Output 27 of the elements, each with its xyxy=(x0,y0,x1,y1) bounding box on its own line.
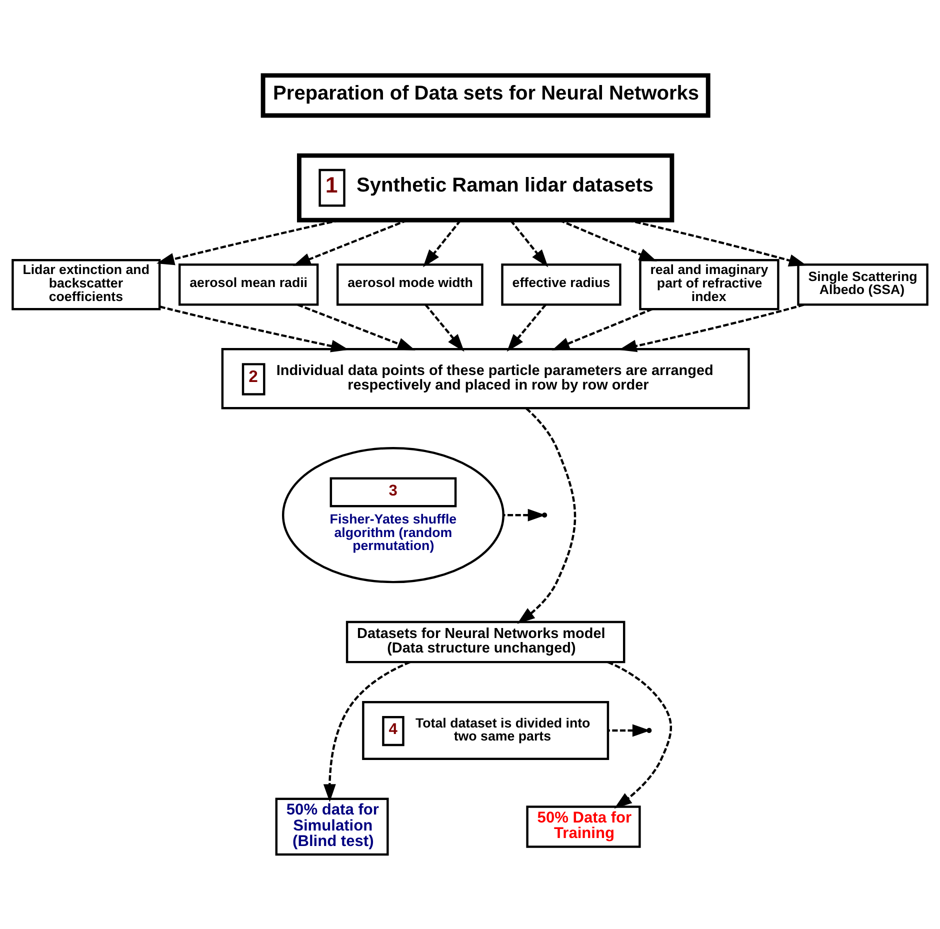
arrow xyxy=(517,407,576,624)
arrow xyxy=(510,219,548,267)
node-box: effective radius xyxy=(501,263,622,306)
node-box: 2 Individual data points of these particle parameters are arranged respectively and placed in row by row order xyxy=(221,348,750,409)
node-box: 50% Data for Training xyxy=(526,805,641,848)
arrow xyxy=(424,304,464,352)
node-box: aerosol mode width xyxy=(336,263,484,306)
arrow xyxy=(607,660,672,808)
node-box: Lidar extinction and backscatter coefficients xyxy=(12,258,161,310)
node-box: aerosol mean radii xyxy=(178,263,319,306)
node-ellipse: 3 Fisher-Yates shuffle algorithm (random permutation) xyxy=(282,446,504,583)
arrow xyxy=(297,303,416,350)
arrow xyxy=(323,660,410,802)
arrow xyxy=(156,218,340,265)
node-box: 4 Total dataset is divided into two same parts xyxy=(362,700,610,760)
arrow xyxy=(628,218,807,266)
node-box: 50% data for Simulation (Blind test) xyxy=(275,797,389,856)
arrow xyxy=(160,305,349,352)
arrow xyxy=(422,219,462,267)
arrow xyxy=(552,308,653,350)
node-box: real and imaginary part of refractive index xyxy=(639,258,780,310)
node-box: Preparation of Data sets for Neural Networks xyxy=(260,72,710,118)
arrow xyxy=(506,304,546,352)
node-box: 1 Synthetic Raman lidar datasets xyxy=(296,152,674,222)
arrow xyxy=(618,303,804,352)
node-box: Datasets for Neural Networks model (Data structure unchanged) xyxy=(346,620,626,663)
node-box: Single Scattering Albedo (SSA) xyxy=(797,263,928,306)
